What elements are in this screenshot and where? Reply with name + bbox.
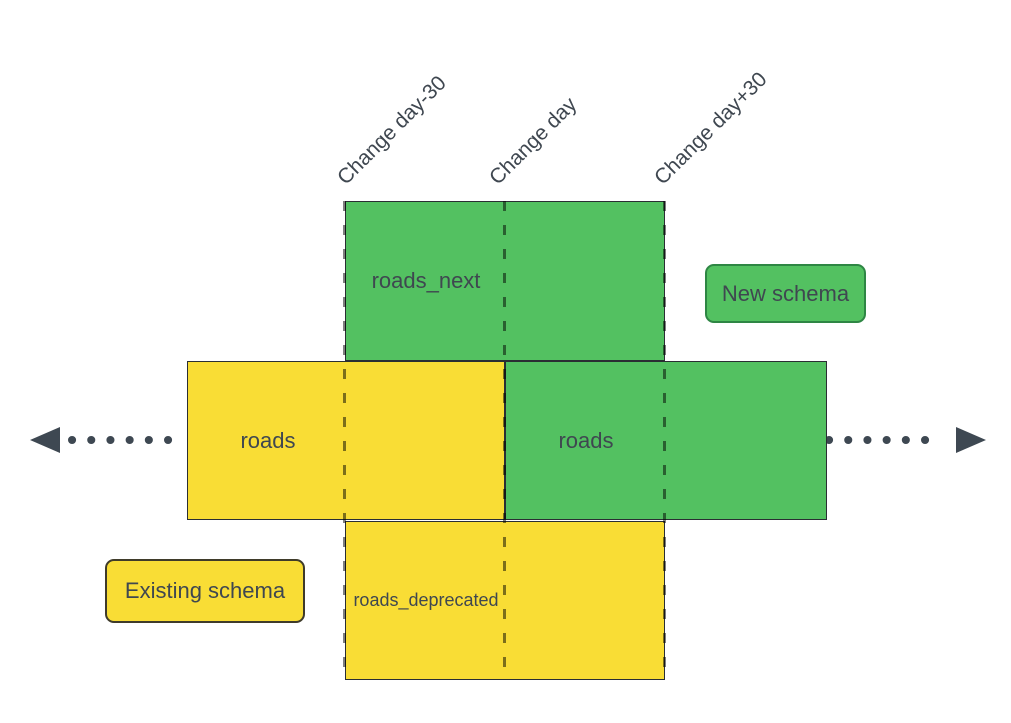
table-label-roads-new: roads bbox=[558, 427, 614, 453]
table-box-roads-new: roads bbox=[505, 361, 827, 520]
legend-existing-schema: Existing schema bbox=[105, 559, 305, 623]
timeline-arrow-left-icon bbox=[30, 427, 189, 453]
table-label-roads-next: roads_next bbox=[371, 268, 481, 293]
table-box-roads-existing: roads bbox=[187, 361, 505, 520]
table-label-roads-existing: roads bbox=[240, 427, 296, 453]
legend-new-schema-label: New schema bbox=[721, 280, 850, 306]
legend-new-schema: New schema bbox=[705, 264, 866, 323]
timeline-marker-change-day-plus-30: Change day+30 bbox=[650, 67, 772, 190]
legend-existing-schema-label: Existing schema bbox=[124, 578, 286, 603]
timeline-marker-change-day-minus-30: Change day-30 bbox=[333, 71, 451, 190]
timeline-marker-change-day: Change day bbox=[485, 92, 582, 190]
dashed-line-change-day-minus-30 bbox=[343, 201, 346, 680]
dashed-line-change-day-plus-30 bbox=[663, 201, 666, 680]
table-label-roads-deprecated: roads_deprecated bbox=[353, 590, 499, 610]
timeline-arrow-right-icon bbox=[827, 427, 986, 453]
dashed-line-change-day bbox=[503, 201, 506, 680]
